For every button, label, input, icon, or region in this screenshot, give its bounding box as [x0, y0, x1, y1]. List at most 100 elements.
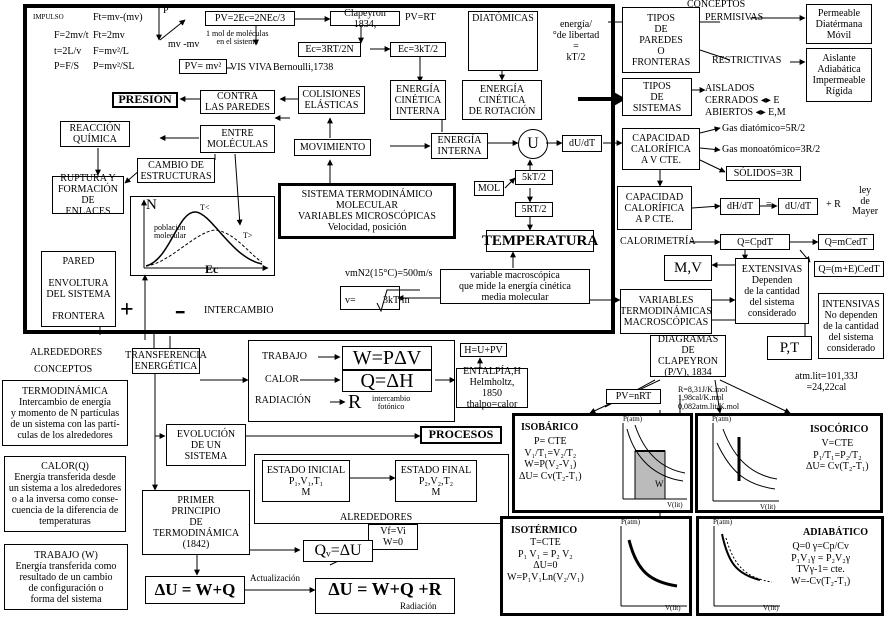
isobarico-v-axis: V(lit): [667, 501, 683, 509]
intercambio-label: INTERCAMBIO: [204, 305, 274, 316]
calor-def-box: CALOR(Q) Energía transferida desde un si…: [4, 456, 126, 532]
intensivas-box: INTENSIVAS No dependen de la cantidad de…: [818, 293, 884, 359]
adiabatico-panel: P(atm) V(lit) ADIABÁTICO Q=0 γ=Cp/Cv P₁V…: [696, 516, 884, 616]
pv-mv2-box: PV= mv²: [179, 59, 227, 74]
calorimetria-label: CALORIMETRÍA: [620, 236, 696, 247]
presion-box: PRESIÓN: [112, 92, 178, 108]
entre-moleculas-box: ENTRE MOLÉCULAS: [200, 125, 275, 153]
variables-macro-box: VARIABLES TERMODINÁMICAS MACROSCÓPICAS: [620, 289, 712, 334]
isobarico-graph: [622, 423, 687, 500]
abiertos-label: ABIERTOS ◂▸ E,M: [705, 107, 786, 118]
formula-p-fs: P=F/S: [54, 61, 80, 72]
isocorico-graph: [712, 423, 779, 502]
du-wq-box: ΔU = W+Q: [145, 576, 245, 604]
isobarico-p-axis: P(atm): [623, 415, 643, 423]
radiacion-sub-label: Radiación: [400, 601, 437, 611]
calor-label: CALOR: [265, 374, 299, 385]
movimiento-box: MOVIMIENTO: [294, 139, 371, 156]
permisivas-label: PERMISIVAS: [705, 12, 764, 23]
variable-macro-box: variable macroscópica que mide la energí…: [440, 269, 590, 304]
capacidad-v-box: CAPACIDAD CALORÍFICA A V CTE.: [622, 128, 700, 170]
distribution-graph-frame: [130, 196, 275, 276]
u-circle: U: [518, 129, 548, 159]
formula-t: t=2L/v: [54, 46, 82, 57]
mayer-label: ley de Mayer: [852, 185, 879, 217]
adiabatico-v-axis: V(lit): [763, 604, 779, 612]
temperatura-box: TEMPERATURA: [482, 230, 598, 252]
isotermico-graph: [620, 526, 687, 607]
q-cpdt-box: Q=CpdT: [720, 234, 790, 250]
adiabatico-title: ADIABÁTICO: [803, 527, 869, 538]
trabajo-def-box: TRABAJO (W) Energía transferida como res…: [4, 544, 128, 610]
velocidad-posicion: Velocidad, posición: [327, 222, 407, 233]
formula-f-mv2l: F=mv²/L: [93, 46, 129, 57]
cambio-estructuras-box: CAMBIO DE ESTRUCTURAS: [137, 158, 215, 183]
sistema-title: SISTEMA TERMODINÁMICO MOLECULAR VARIABLE…: [298, 189, 436, 222]
reaccion-quimica-box: REACCIÓN QUÍMICA: [60, 121, 130, 147]
energia-cinetica-rotacion-box: ENERGÍA CINÉTICA DE ROTACIÓN: [462, 80, 542, 120]
intercambio-fotonico-label: intercambio fotónico: [372, 394, 411, 412]
isotermico-body: T=CTE P₁ V₁ = P₂ V₂ ΔU=0 W=P₁V₁Ln(V₂/V₁): [507, 537, 584, 583]
rt52-box: 5RT/2: [515, 202, 553, 217]
isocorico-p-axis: P(atm): [712, 415, 732, 423]
conceptos-label: CONCEPTOS: [687, 0, 746, 10]
mol-note: 1 mol de moléculas en el sistema: [206, 29, 269, 47]
adiabatico-p-axis: P(atm): [713, 518, 733, 526]
isocorico-title: ISOCÓRICO: [810, 424, 869, 435]
ec-3rt-box: Ec=3RT/2N: [298, 42, 361, 57]
impulso-label: IMPULSO: [33, 13, 64, 21]
formula-ft: Ft=mv-(mv): [93, 12, 143, 23]
colisiones-box: COLISIONES ELÁSTICAS: [298, 86, 365, 114]
alrededores-label: ALREDEDORES: [30, 347, 103, 358]
isocorico-panel: P(atm) V(lit) ISOCÓRICO V=CTE P₁/T₁=P₂/T…: [695, 413, 883, 513]
v-formula-box: [340, 286, 400, 310]
du-wqr-box: ΔU = W+Q +R: [315, 578, 455, 614]
restrictivas-label: RESTRICTIVAS: [712, 55, 782, 66]
isobarico-title: ISOBÁRICO: [521, 422, 579, 433]
pv-rt-label: PV=RT: [405, 12, 436, 23]
maxwell-distribution-curve: [141, 199, 269, 271]
q-mcedt-box: Q=mCedT: [818, 234, 874, 250]
formula-p-mv2sl: P=mv²/SL: [93, 61, 135, 72]
termodinamica-def-box: TERMODINÁMICA Intercambio de energía y m…: [2, 380, 128, 446]
ruptura-enlaces-box: RUPTURA Y FORMACIÓN DE ENLACES: [52, 173, 124, 217]
atm-lit-label: atm.lit=101,33J =24,22cal: [795, 371, 858, 393]
isotermico-v-axis: V(lit): [665, 604, 681, 612]
extensivas-box: EXTENSIVAS Dependen de la cantidad del s…: [735, 258, 809, 324]
t-greater-label: T>: [243, 231, 253, 240]
conceptos-bottom-label: CONCEPTOS: [34, 364, 93, 375]
isobarico-w-label: W: [655, 479, 664, 489]
actualizacion-label: Actualización: [250, 573, 300, 583]
ec-axis-label: Ec: [205, 262, 219, 276]
formula-ft-2mv: Ft=2mv: [93, 30, 125, 41]
q-me-box: Q=(m+E)CedT: [814, 261, 884, 277]
isocorico-body: V=CTE P₁/T₁=P₂/T₂ ΔU= Cv(T₂-T₁): [806, 438, 869, 472]
transferencia-box: TRANSFERENCIA ENERGÉTICA: [125, 348, 207, 374]
vmn2-label: vmN2(15°C)=500m/s: [345, 268, 433, 279]
estados-frame: [254, 454, 509, 524]
adiabatico-graph: [713, 526, 780, 607]
r-values-label: R=8,31J/K.mol 1,98cal/K.mol 0,082atm.lit…: [678, 385, 740, 411]
gas-diatomico-label: Gas diatómico=5R/2: [722, 123, 806, 134]
n-axis-label: N: [146, 197, 157, 213]
entalpia-box: ENTALPÍA,H Helmholtz, 1850 thalpo=calor: [456, 366, 528, 410]
tipos-paredes-box: TIPOS DE PAREDES O FRONTERAS: [622, 7, 700, 73]
clapeyron-box: Clapeyron 1834,: [330, 8, 400, 30]
vis-viva-label: VIS VIVA: [230, 62, 273, 73]
t-less-label: T<: [200, 203, 210, 212]
mv-mv-label: mv -mv: [168, 39, 200, 50]
q-eq-box: Q=ΔH: [342, 370, 432, 392]
estado-final-box: ESTADO FINAL P₂,V₂,T₂ M: [395, 460, 477, 502]
mv-box: M,V: [664, 255, 712, 281]
permeable-box: Permeable Diatérmana Móvil: [806, 4, 872, 44]
primer-principio-box: PRIMER PRINCIPIO DE TERMODINÁMICA (1842): [142, 490, 250, 555]
v-val-label: 3kT/m: [383, 295, 410, 306]
isotermico-panel: ISOTÉRMICO T=CTE P₁ V₁ = P₂ V₂ ΔU=0 W=P₁…: [500, 516, 692, 616]
equals-sign: =: [766, 199, 772, 210]
aislados-label: AISLADOS: [705, 83, 755, 94]
solidos-box: SÓLIDOS=3R: [726, 166, 801, 181]
cerrados-label: CERRADOS ◂▸ E: [705, 95, 780, 106]
pv-nrt-box: PV=nRT: [606, 389, 661, 404]
isotermico-title: ISOTÉRMICO: [511, 525, 578, 536]
tipos-sistemas-box: TIPOS DE SISTEMAS: [622, 78, 692, 116]
